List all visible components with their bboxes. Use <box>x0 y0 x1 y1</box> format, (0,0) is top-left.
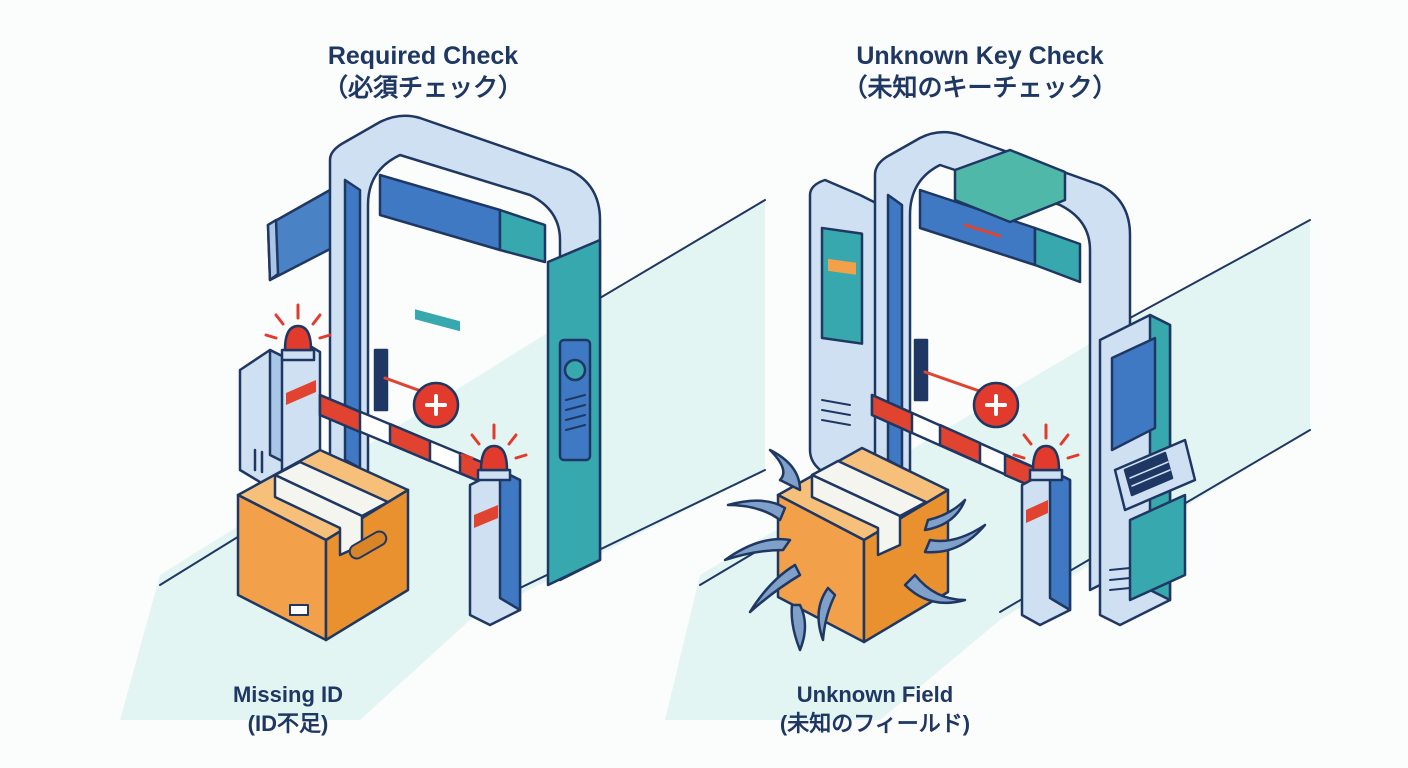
unknown-field-caption-en: Unknown Field <box>796 682 954 707</box>
reject-x-icon <box>412 381 460 429</box>
spike-icon <box>723 448 987 652</box>
required-check-title-en: Required Check <box>327 42 519 70</box>
barrier-post-front-right <box>1020 468 1072 627</box>
package-box-icon <box>236 448 410 642</box>
keypad-icon <box>1123 451 1174 497</box>
missing-id-caption-en: Missing ID <box>232 682 343 707</box>
unknown-key-check-title-jp: （未知のキーチェック） <box>842 74 1118 102</box>
barrier-post-front-left <box>468 468 522 627</box>
unknown-field-caption-jp: (未知のフィールド) <box>779 711 971 736</box>
reject-x-icon <box>972 381 1020 429</box>
alarm-light-icon <box>460 423 528 482</box>
unknown-key-check-scene <box>665 130 1311 720</box>
unknown-key-check-title-en: Unknown Key Check <box>856 42 1104 70</box>
alarm-light-icon <box>264 303 332 362</box>
required-check-title: Required Check （必須チェック） <box>268 40 578 104</box>
unknown-key-check-title: Unknown Key Check （未知のキーチェック） <box>820 40 1140 104</box>
control-cabinet <box>808 178 892 482</box>
unknown-field-caption: Unknown Field (未知のフィールド) <box>760 680 990 738</box>
required-check-title-jp: （必須チェック） <box>322 74 523 102</box>
package-box-icon <box>776 446 950 644</box>
alarm-light-icon <box>1012 423 1080 482</box>
scanner-gate-left <box>328 114 602 587</box>
missing-id-caption: Missing ID (ID不足) <box>208 680 368 738</box>
missing-id-caption-jp: (ID不足) <box>247 711 329 736</box>
required-check-scene <box>120 114 766 720</box>
kiosk-terminal <box>1098 313 1197 627</box>
